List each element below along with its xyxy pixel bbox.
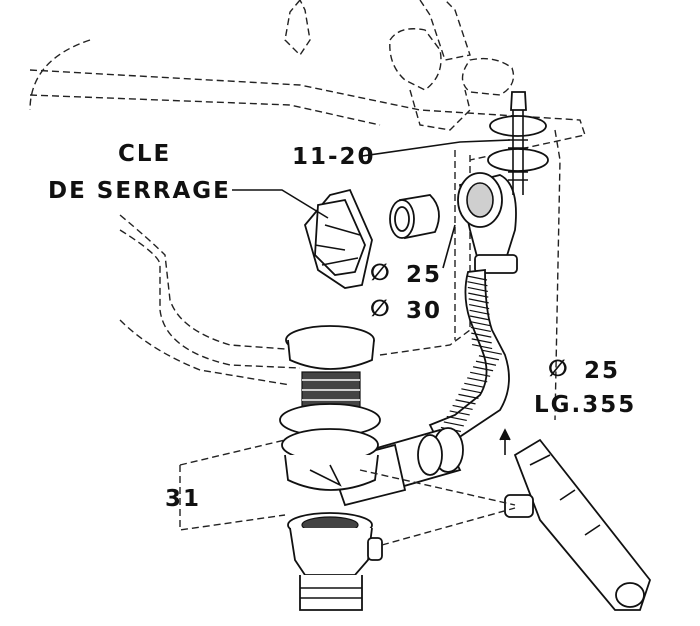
hose-rib <box>467 286 488 293</box>
hose-rib <box>470 321 491 327</box>
label-diam-symbol-2: ∅ <box>370 296 392 322</box>
label-diam-25: 25 <box>406 262 443 288</box>
leader-lines <box>232 139 511 455</box>
hose-rib <box>455 399 476 405</box>
hose-rib <box>475 360 497 366</box>
hose-rib <box>471 338 492 344</box>
hose-rib <box>481 349 502 355</box>
guide-lines <box>179 439 516 546</box>
bottom-waste-body <box>287 512 383 611</box>
wrench-part <box>304 188 373 289</box>
hose-rib <box>470 326 491 333</box>
label-hose-diam-symbol: ∅ <box>548 356 570 382</box>
hose-rib <box>472 366 494 372</box>
screwdriver-tool <box>504 438 652 611</box>
hose-rib <box>468 292 489 298</box>
label-cle: CLE <box>118 141 172 167</box>
overflow-bushing <box>389 194 440 240</box>
hose-rib <box>443 421 464 427</box>
hose-rib <box>449 410 470 416</box>
hose-rib <box>469 309 490 315</box>
hose-rib <box>478 355 500 361</box>
hose-rib <box>469 315 491 321</box>
hose-rib <box>458 393 479 399</box>
overflow-elbow <box>457 172 518 274</box>
hose-rib <box>467 377 488 383</box>
hose-rib <box>468 298 489 304</box>
label-hose-length: LG.355 <box>534 392 637 418</box>
label-hose-diam: 25 <box>584 358 621 384</box>
hose-rib <box>471 332 492 338</box>
hose-rib <box>464 382 485 388</box>
faucet-outline <box>284 0 515 131</box>
label-part-11-20: 11-20 <box>292 144 376 170</box>
hose-rib <box>461 388 482 394</box>
plug-strainer <box>279 325 381 491</box>
label-part-31: 31 <box>165 486 202 512</box>
label-diam-symbol-1: ∅ <box>370 260 392 286</box>
label-de-serrage: DE SERRAGE <box>48 178 231 204</box>
hose-rib <box>452 404 473 410</box>
label-diam-30: 30 <box>406 298 443 324</box>
hose-rib <box>466 275 488 281</box>
overflow-screw <box>487 91 549 195</box>
hose-rib <box>467 281 488 287</box>
hose-rib <box>470 371 491 377</box>
hose-rib <box>472 343 493 350</box>
corrugated-hose <box>428 268 510 447</box>
hose-rib <box>446 415 467 422</box>
hose-rib <box>469 303 490 310</box>
